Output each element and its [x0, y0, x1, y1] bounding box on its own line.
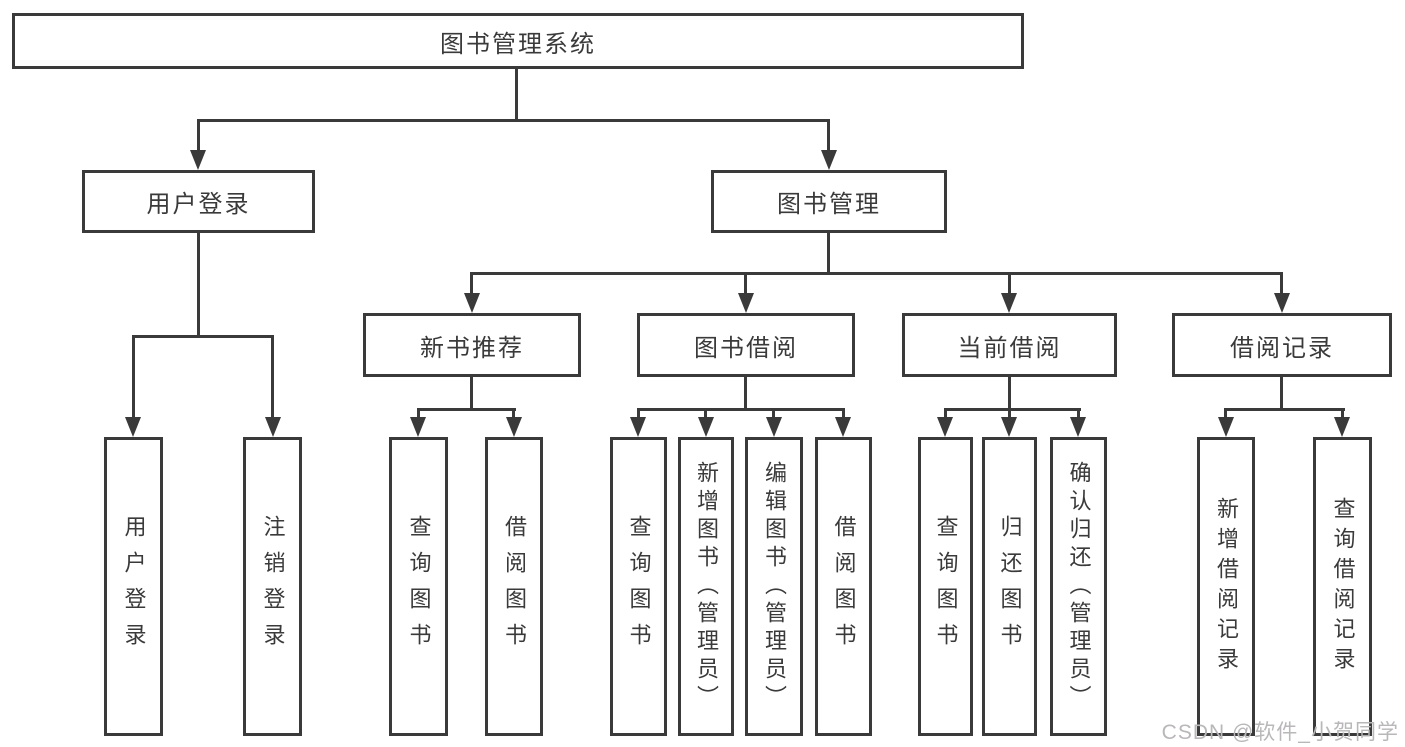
connector-hline — [197, 119, 830, 122]
arrow-down-icon — [835, 417, 851, 437]
connector-hline — [637, 408, 845, 411]
leaf-query-books-recommend: 查询图书 — [389, 437, 448, 736]
connector-vline — [515, 69, 518, 119]
arrow-down-icon — [265, 417, 281, 437]
leaf-query-books-borrowing: 查询图书 — [610, 437, 667, 736]
leaf-query-books-recommend-label: 查询图书 — [406, 514, 432, 659]
leaf-add-borrow-record-label: 新增借阅记录 — [1214, 496, 1239, 677]
leaf-return-books: 归还图书 — [982, 437, 1037, 736]
leaf-logout-label: 注销登录 — [260, 514, 286, 659]
arrow-down-icon — [937, 417, 953, 437]
node-borrowing-records: 借阅记录 — [1172, 313, 1392, 377]
connector-vline — [827, 119, 830, 152]
arrow-down-icon — [821, 150, 837, 170]
leaf-return-books-label: 归还图书 — [997, 514, 1023, 659]
leaf-query-books-current-label: 查询图书 — [933, 514, 959, 659]
arrow-down-icon — [190, 150, 206, 170]
arrow-down-icon — [630, 417, 646, 437]
connector-hline — [1224, 408, 1345, 411]
connector-vline — [417, 408, 420, 420]
connector-vline — [197, 233, 200, 337]
leaf-edit-books-admin-label: 编辑图书（管理员） — [762, 460, 787, 713]
leaf-confirm-return-admin-label: 确认归还（管理员） — [1066, 460, 1092, 713]
leaf-query-books-borrowing-label: 查询图书 — [626, 514, 652, 659]
arrow-down-icon — [464, 293, 480, 313]
connector-vline — [1224, 408, 1227, 420]
connector-hline — [944, 408, 1081, 411]
arrow-down-icon — [1070, 417, 1086, 437]
leaf-user-login: 用户登录 — [104, 437, 163, 736]
node-book-borrowing: 图书借阅 — [637, 313, 855, 377]
leaf-add-books-admin-label: 新增图书（管理员） — [694, 460, 719, 713]
arrow-down-icon — [506, 417, 522, 437]
watermark: CSDN @软件_小贺同学 — [1161, 721, 1399, 744]
leaf-borrow-books-borrowing: 借阅图书 — [815, 437, 872, 736]
leaf-add-borrow-record: 新增借阅记录 — [1197, 437, 1255, 736]
connector-vline — [944, 408, 947, 420]
arrow-down-icon — [1274, 293, 1290, 313]
leaf-borrow-books-borrowing-label: 借阅图书 — [831, 514, 857, 659]
arrow-down-icon — [125, 417, 141, 437]
connector-vline — [470, 377, 473, 410]
connector-vline — [1008, 272, 1011, 295]
arrow-down-icon — [1001, 293, 1017, 313]
connector-vline — [1341, 408, 1344, 420]
connector-vline — [512, 408, 515, 420]
leaf-borrow-books-recommend-label: 借阅图书 — [502, 514, 527, 659]
node-book-management: 图书管理 — [711, 170, 947, 233]
connector-vline — [1008, 408, 1011, 420]
connector-vline — [842, 408, 845, 420]
arrow-down-icon — [410, 417, 426, 437]
connector-vline — [637, 408, 640, 420]
connector-vline — [744, 272, 747, 295]
connector-vline — [1280, 272, 1283, 295]
connector-vline — [1280, 377, 1283, 410]
connector-vline — [197, 119, 200, 152]
node-current-borrowing: 当前借阅 — [902, 313, 1117, 377]
leaf-query-books-current: 查询图书 — [918, 437, 973, 736]
connector-vline — [271, 335, 274, 419]
leaf-confirm-return-admin: 确认归还（管理员） — [1050, 437, 1107, 736]
connector-vline — [744, 377, 747, 410]
connector-vline — [827, 233, 830, 274]
leaf-query-borrow-record-label: 查询借阅记录 — [1330, 496, 1356, 677]
node-user-login: 用户登录 — [82, 170, 315, 233]
leaf-borrow-books-recommend: 借阅图书 — [485, 437, 543, 736]
leaf-query-borrow-record: 查询借阅记录 — [1313, 437, 1372, 736]
leaf-add-books-admin: 新增图书（管理员） — [678, 437, 734, 736]
connector-vline — [470, 272, 473, 295]
connector-vline — [704, 408, 707, 420]
leaf-edit-books-admin: 编辑图书（管理员） — [745, 437, 803, 736]
arrow-down-icon — [766, 417, 782, 437]
connector-hline — [132, 335, 274, 338]
connector-vline — [132, 335, 135, 419]
connector-vline — [772, 408, 775, 420]
connector-hline — [470, 272, 1283, 275]
arrow-down-icon — [1334, 417, 1350, 437]
leaf-logout: 注销登录 — [243, 437, 302, 736]
arrow-down-icon — [738, 293, 754, 313]
connector-hline — [417, 408, 516, 411]
arrow-down-icon — [1218, 417, 1234, 437]
arrow-down-icon — [698, 417, 714, 437]
connector-vline — [1008, 377, 1011, 410]
connector-vline — [1077, 408, 1080, 420]
leaf-user-login-label: 用户登录 — [121, 514, 147, 659]
node-library-system: 图书管理系统 — [12, 13, 1024, 69]
node-new-book-recommend: 新书推荐 — [363, 313, 581, 377]
arrow-down-icon — [1001, 417, 1017, 437]
